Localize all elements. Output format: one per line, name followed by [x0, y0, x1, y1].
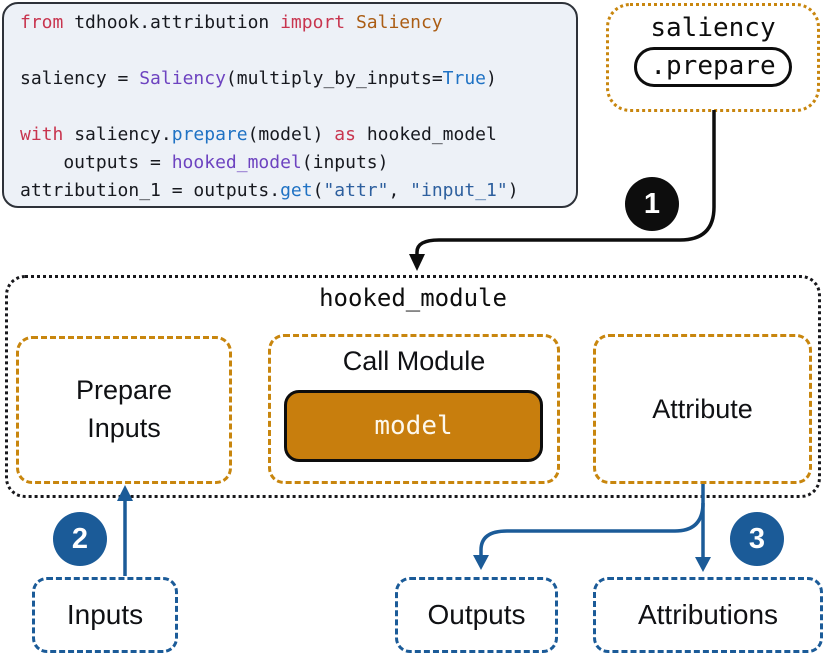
code-token: "attr" — [323, 180, 389, 201]
code-token: , — [388, 180, 411, 201]
code-token: "input_1" — [410, 180, 508, 201]
prepare-method-pill: .prepare — [634, 47, 792, 87]
hooked-module-container — [5, 275, 821, 498]
arrow-1-head-icon — [409, 254, 425, 271]
code-token: from — [20, 12, 75, 33]
code-token: get — [280, 180, 313, 201]
code-line: saliency = Saliency(multiply_by_inputs=T… — [20, 65, 576, 93]
code-line: attribution_1 = outputs.get("attr", "inp… — [20, 177, 576, 205]
code-line: from tdhook.attribution import Saliency — [20, 9, 576, 37]
code-token: outputs = — [20, 152, 172, 173]
attributions-box: Attributions — [593, 577, 823, 653]
code-token: hooked_model — [171, 152, 302, 173]
arrow-3-head-icon — [695, 557, 711, 572]
call-module-label: Call Module — [342, 346, 486, 376]
outputs-box: Outputs — [395, 577, 558, 653]
attribute-box: Attribute — [593, 334, 812, 484]
code-token: Saliency — [355, 12, 443, 33]
code-line: outputs = hooked_model(inputs) — [20, 149, 576, 177]
arrow-3-branch-head-icon — [473, 555, 489, 570]
call-module-box — [268, 334, 560, 484]
step-1-badge: 1 — [625, 177, 679, 231]
code-token: with — [20, 124, 75, 145]
attribute-label: Attribute — [652, 393, 753, 424]
code-token: as — [334, 124, 367, 145]
code-line: with saliency.prepare(model) as hooked_m… — [20, 121, 576, 149]
model-box: model — [284, 390, 543, 462]
inputs-box: Inputs — [32, 577, 178, 653]
arrow-3-branch-path — [479, 502, 705, 556]
step-3-badge: 3 — [730, 512, 784, 566]
hooked-module-label: hooked_module — [319, 284, 507, 312]
prepare-inputs-box: Prepare Inputs — [16, 336, 232, 484]
code-token: prepare — [171, 124, 248, 145]
code-token: (inputs) — [301, 152, 389, 173]
code-line — [20, 93, 576, 121]
code-token: True — [442, 68, 487, 89]
code-token: (model) — [247, 124, 335, 145]
prepare-inputs-label: Prepare Inputs — [75, 375, 173, 443]
code-token: saliency. — [74, 124, 172, 145]
code-token: Saliency — [139, 68, 226, 89]
code-token: ( — [312, 180, 324, 201]
step-2-badge: 2 — [53, 512, 107, 566]
code-token: import — [280, 12, 356, 33]
code-token: tdhook.attribution — [74, 12, 281, 33]
saliency-label: saliency — [650, 13, 776, 43]
code-token: (multiply_by_inputs= — [225, 68, 443, 89]
code-token: hooked_model — [366, 124, 497, 145]
code-token: attribution_1 = outputs. — [20, 180, 281, 201]
code-token: saliency = — [20, 68, 140, 89]
code-line — [20, 37, 576, 65]
code-token: ) — [486, 68, 497, 89]
saliency-object-box: saliency .prepare — [606, 3, 820, 112]
code-token: ) — [507, 180, 519, 201]
